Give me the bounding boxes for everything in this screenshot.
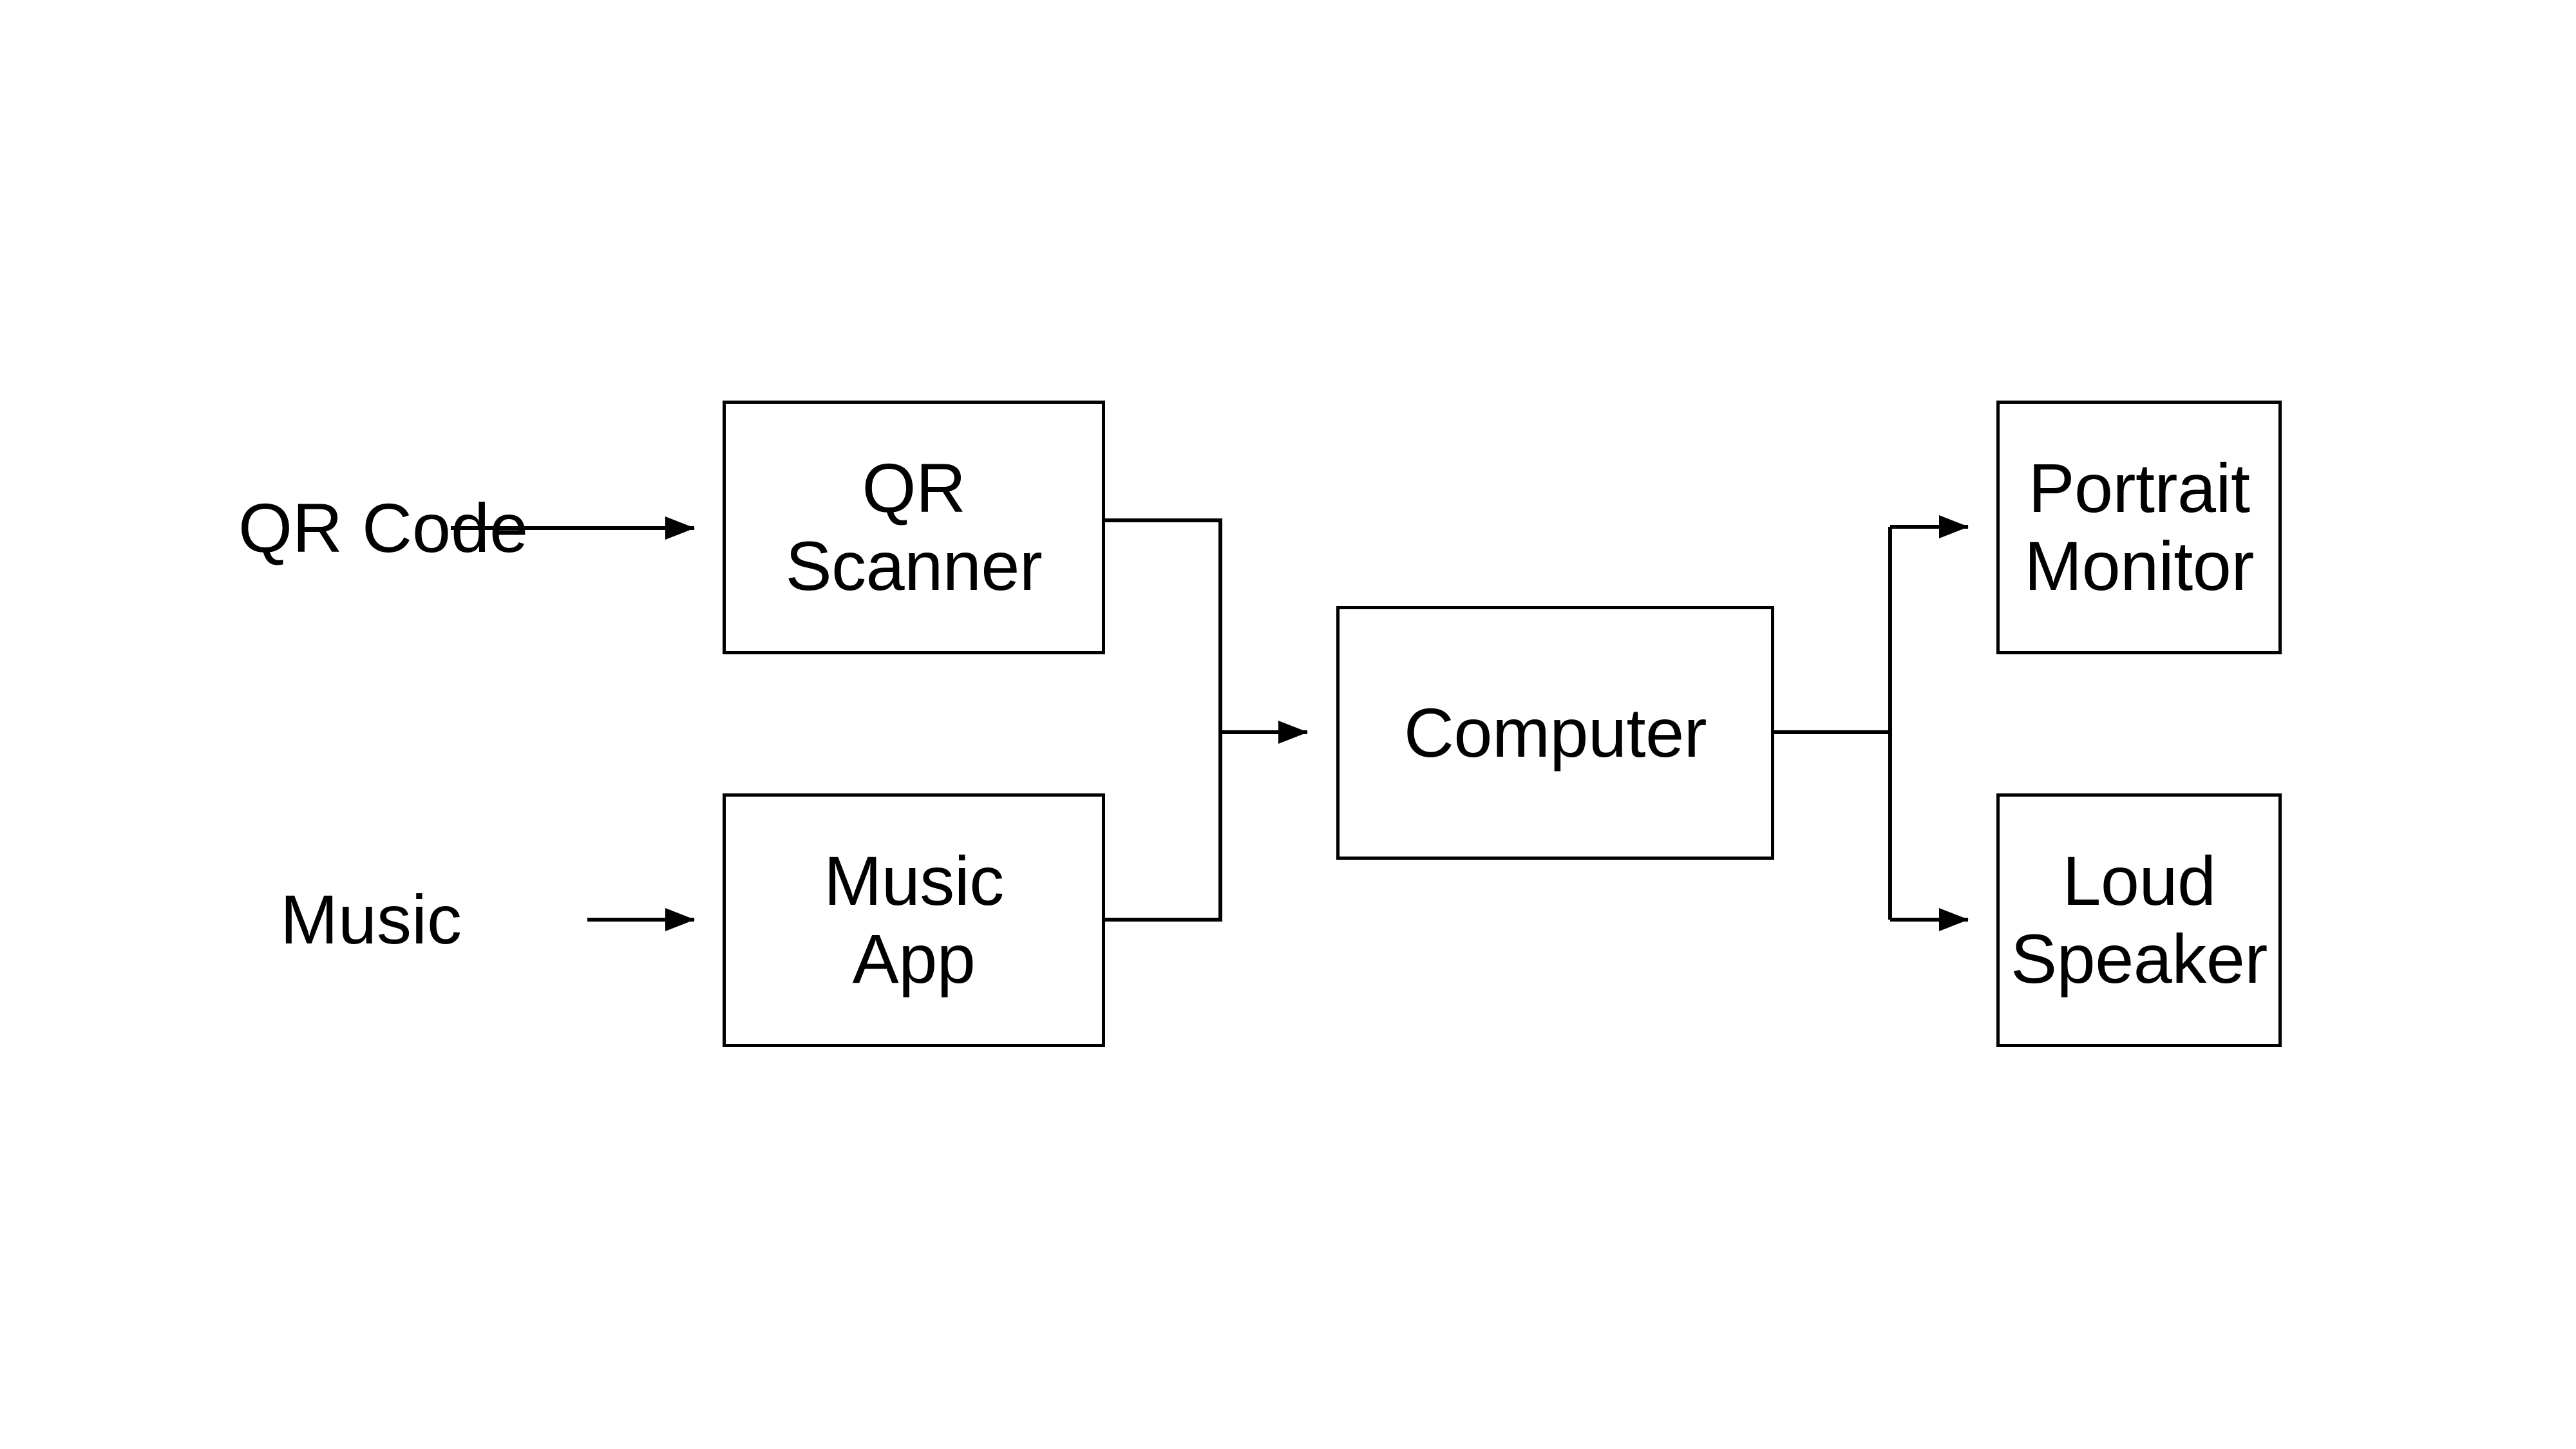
input-label-qr-code: QR Code bbox=[238, 489, 529, 567]
node-label-qr-scanner: QR Scanner bbox=[785, 449, 1043, 605]
node-label-computer: Computer bbox=[1403, 693, 1707, 772]
node-computer[interactable]: Computer bbox=[1336, 606, 1774, 860]
node-label-loud-speaker: Loud Speaker bbox=[2011, 842, 2268, 998]
node-label-portrait-monitor: Portrait Monitor bbox=[2024, 449, 2254, 605]
input-label-music: Music bbox=[280, 880, 462, 958]
node-label-music-app: Music App bbox=[824, 842, 1004, 998]
node-loud-speaker[interactable]: Loud Speaker bbox=[1996, 793, 2282, 1047]
connector-app-to-computer bbox=[1105, 732, 1222, 922]
connector-scanner-to-computer bbox=[1105, 518, 1222, 732]
node-qr-scanner[interactable]: QR Scanner bbox=[723, 401, 1105, 654]
node-portrait-monitor[interactable]: Portrait Monitor bbox=[1996, 401, 2282, 654]
node-music-app[interactable]: Music App bbox=[723, 793, 1105, 1047]
